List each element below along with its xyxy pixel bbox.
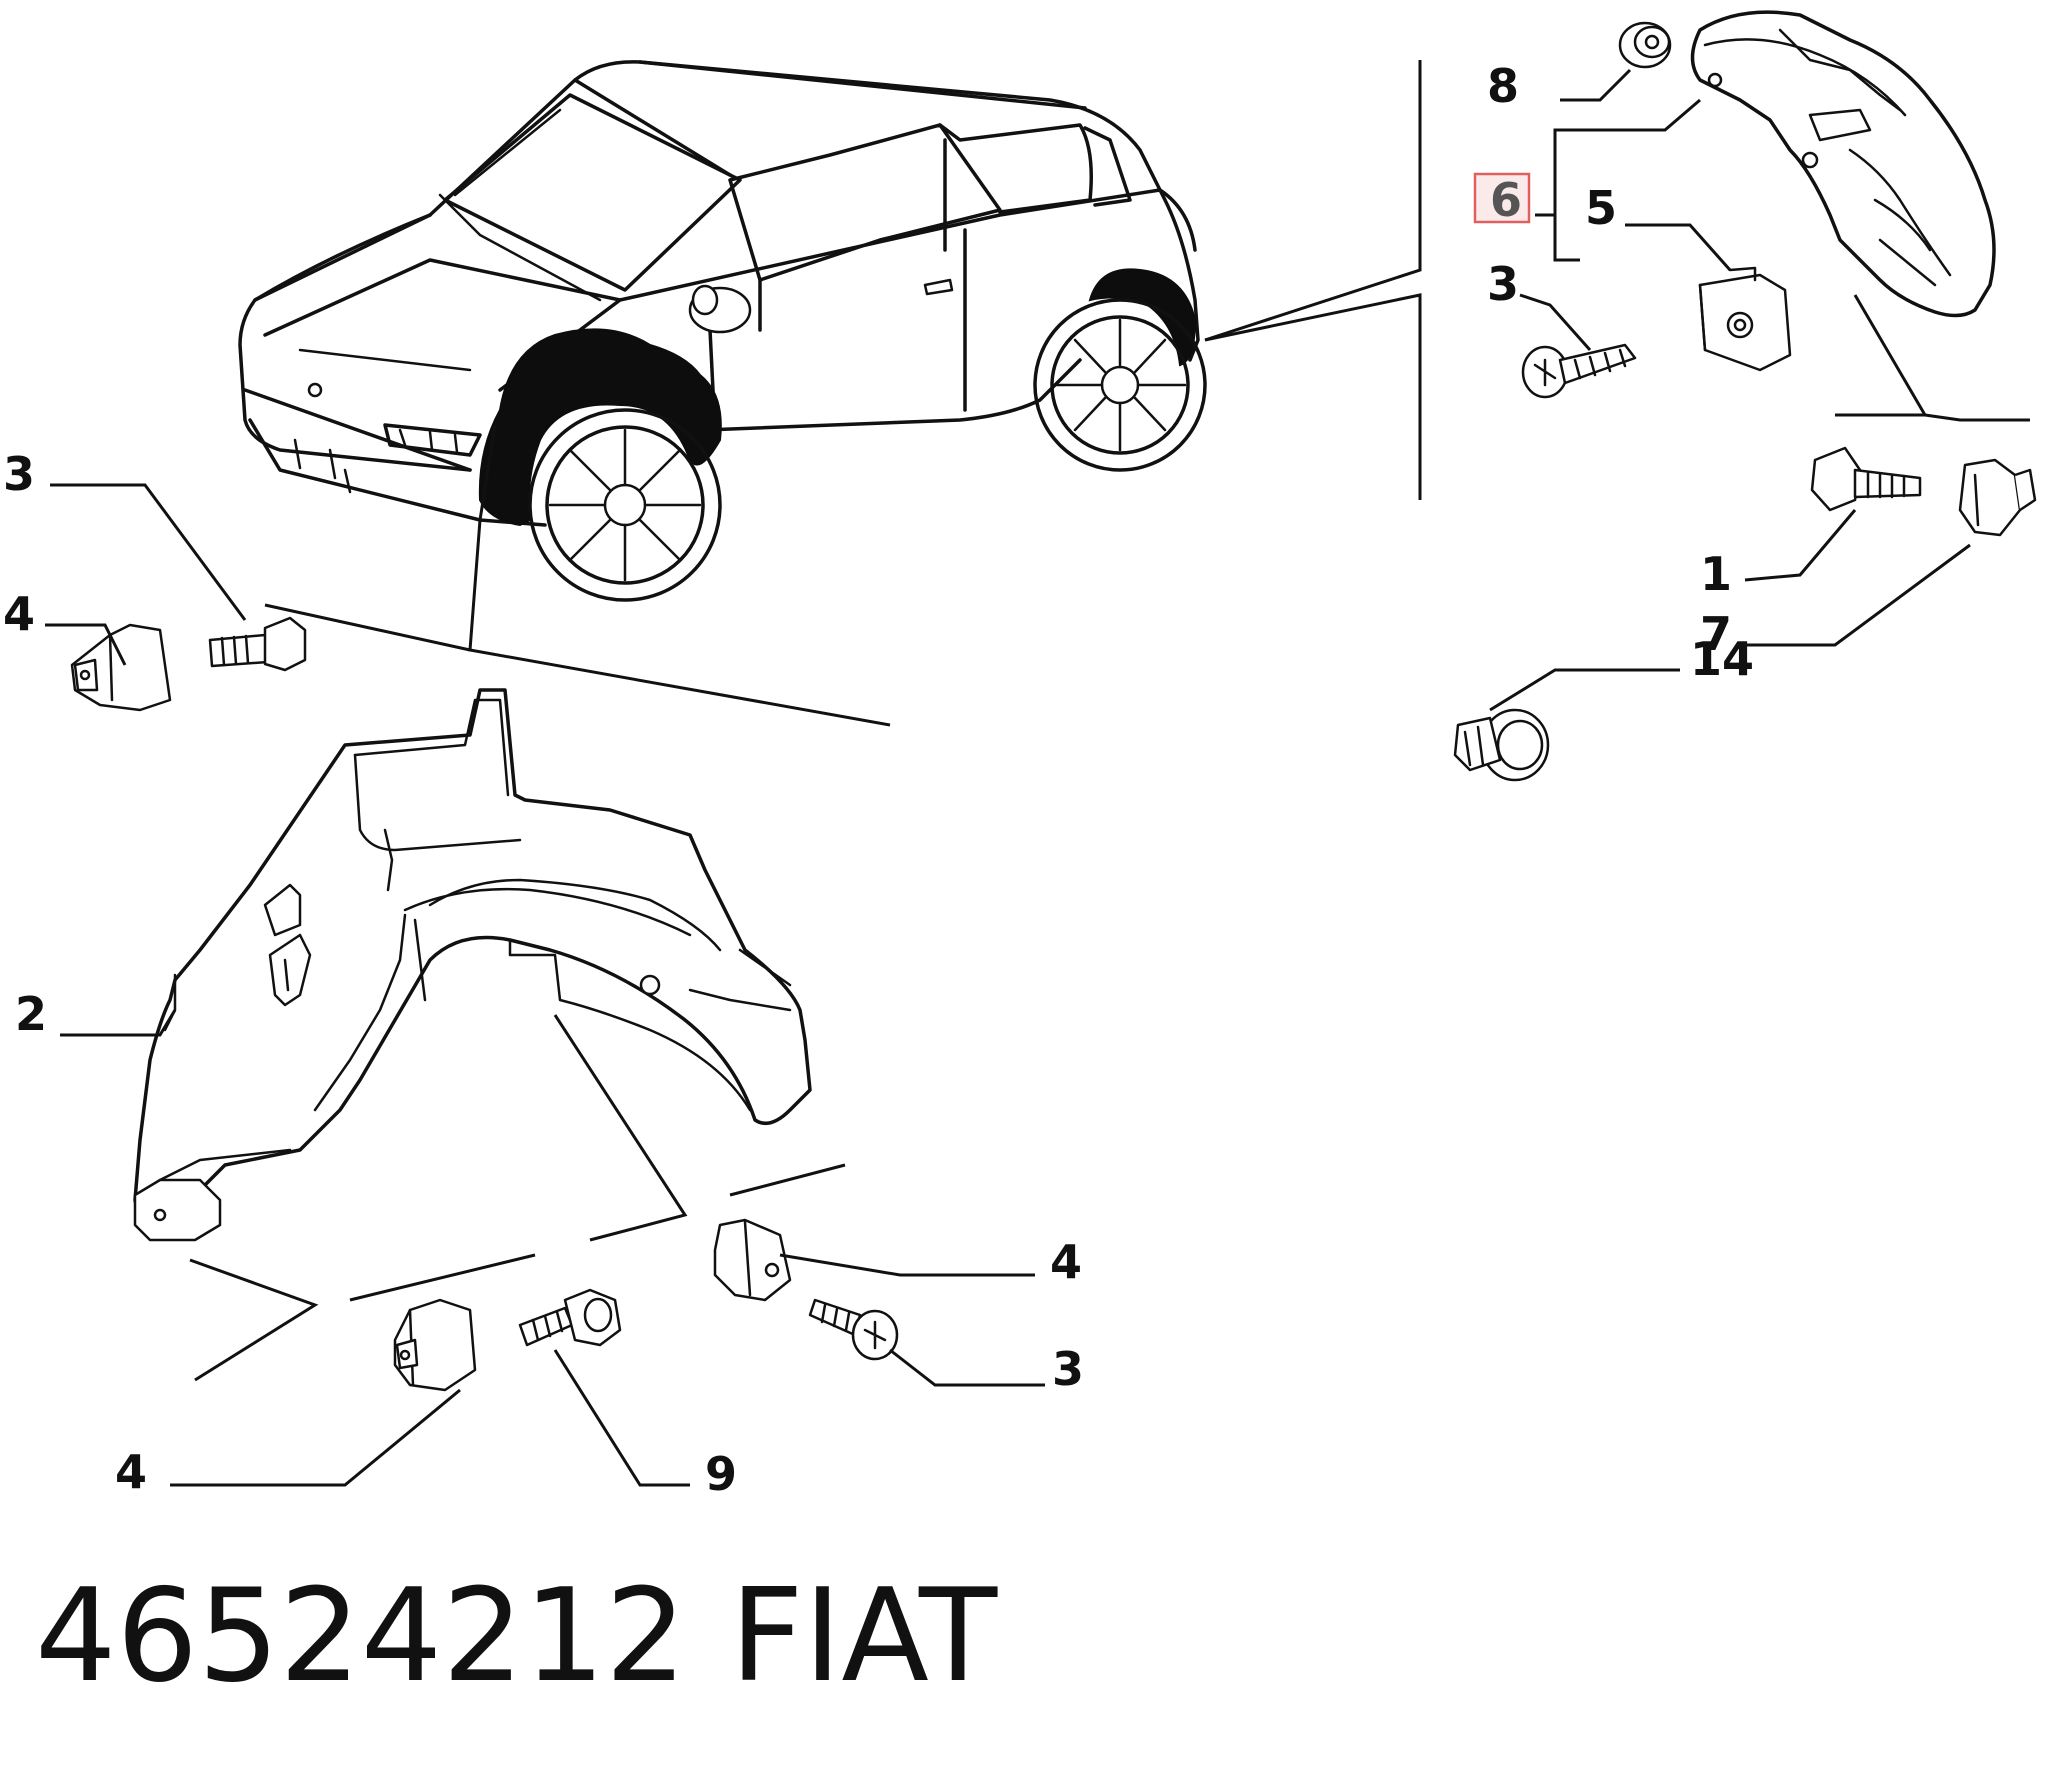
clip-part-4-right [713,1218,1035,1302]
clip-part-4-lower [170,1298,477,1487]
screw-part-3-left [50,483,307,672]
rear-wheel-arch-highlight [1088,268,1197,367]
callout-8[interactable]: 8 [1487,59,1519,113]
callout-3-right[interactable]: 3 [1052,1342,1084,1396]
callout-5[interactable]: 5 [1585,181,1617,235]
car-illustration [238,60,1422,727]
callout-1[interactable]: 1 [1700,547,1732,601]
callout-3-left[interactable]: 3 [3,447,35,501]
callout-labels: 8 6 5 3 1 7 14 3 4 2 4 3 4 9 [3,59,1754,1501]
leader-5 [1625,223,1732,271]
front-wheel-arch-liner-highlight [478,328,722,527]
leader-8 [1560,68,1632,102]
rear-wheel-arch-liner [1690,10,2030,422]
callout-2[interactable]: 2 [15,987,47,1041]
clip-part-4-left [45,623,172,712]
callout-7[interactable]: 7 [1700,607,1732,661]
callout-4-left[interactable]: 4 [3,587,35,641]
callout-9[interactable]: 9 [705,1447,737,1501]
leader-2 [60,1009,177,1037]
push-clip-part-14 [1453,668,1680,782]
screw-part-3-right [808,1298,1045,1387]
bolt-part-1 [1744,446,1922,582]
footer: 46524212 FIAT [35,1562,998,1711]
part-number: 46524212 [35,1562,687,1711]
leader-6 [1535,98,1701,217]
nut-part-8 [1618,21,1672,69]
clip-part-5 [1698,266,1792,372]
callout-4-bottom[interactable]: 4 [115,1445,147,1499]
callout-6[interactable]: 6 [1490,173,1522,227]
leader-3a [1519,293,1592,351]
callout-6-highlight-box [1473,172,1531,224]
callout-14[interactable]: 14 [1690,632,1754,686]
screw-part-3-top [1521,343,1637,399]
clip-part-7 [1740,458,2037,647]
leader-6b [1553,215,1580,262]
callout-3-top[interactable]: 3 [1487,257,1519,311]
callout-4-right[interactable]: 4 [1050,1235,1082,1289]
brand-name: FIAT [730,1562,998,1711]
bolt-part-9 [518,1288,690,1487]
